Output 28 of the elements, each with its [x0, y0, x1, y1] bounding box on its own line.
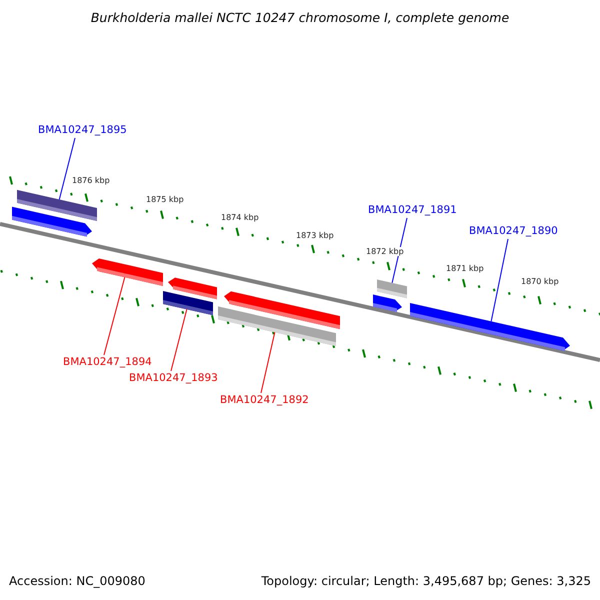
scale-label: 1876 kbp [72, 176, 110, 185]
scale-label: 1872 kbp [366, 247, 404, 256]
leader-line [490, 238, 508, 322]
gene-label: BMA10247_1895 [38, 124, 127, 137]
leader-line [260, 332, 276, 394]
leader-line [392, 218, 408, 284]
title: Burkholderia mallei NCTC 10247 chromosome I, complete genome [90, 10, 510, 25]
leader-line [104, 276, 126, 356]
scale-label: 1874 kbp [221, 213, 259, 222]
gene-feature [410, 302, 570, 352]
scale-label: 1873 kbp [296, 231, 334, 240]
feature-bar [17, 190, 97, 221]
leader-line [170, 308, 188, 372]
gene-feature [373, 294, 402, 312]
gene-label: BMA10247_1892 [220, 394, 309, 407]
gene-feature [168, 278, 217, 300]
scale-label: 1870 kbp [521, 277, 559, 286]
gene-feature [92, 258, 163, 286]
gene-label: BMA10247_1891 [368, 204, 457, 217]
gene-label: BMA10247_1890 [469, 225, 558, 238]
feature-bar [377, 279, 407, 298]
accession-text: Accession: NC_009080 [9, 574, 146, 588]
gene-feature [224, 291, 340, 330]
gene-label: BMA10247_1894 [63, 356, 152, 369]
genome-info-text: Topology: circular; Length: 3,495,687 bp; Genes: 3,325 [261, 574, 591, 588]
gene-label: BMA10247_1893 [129, 372, 218, 385]
scale-label: 1871 kbp [446, 264, 484, 273]
scale-label: 1875 kbp [146, 195, 184, 204]
